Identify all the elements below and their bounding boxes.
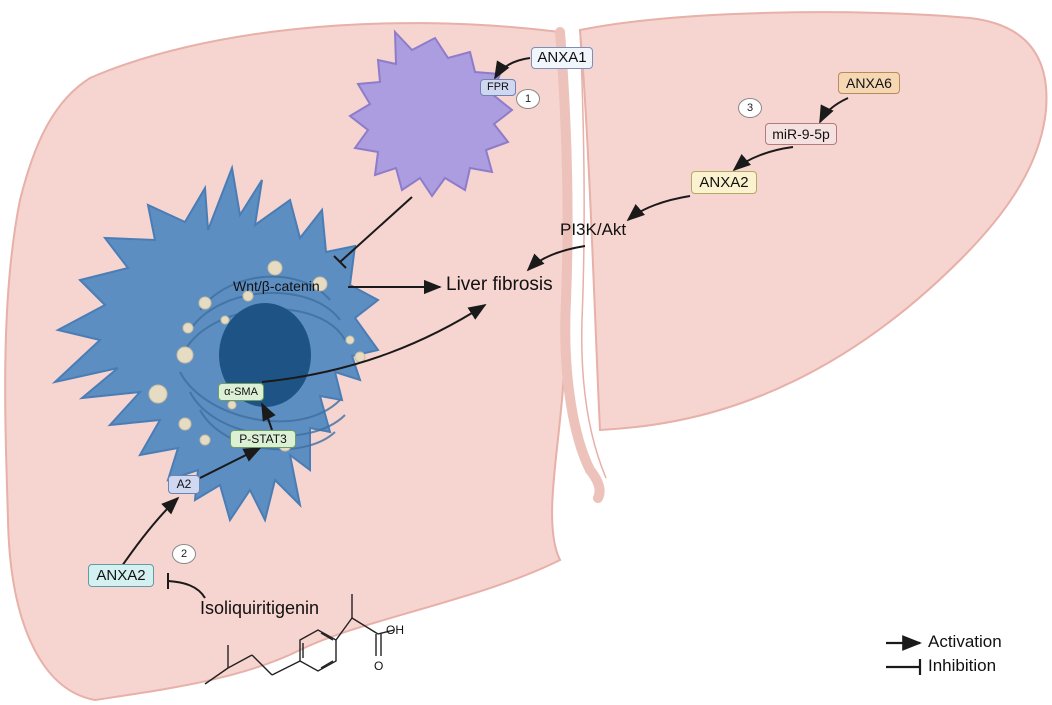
macrophage-cell bbox=[348, 29, 514, 198]
arrow-anxa2-a2 bbox=[121, 496, 180, 567]
label-pi3k-akt: PI3K/Akt bbox=[560, 220, 627, 239]
marker-1: 1 bbox=[516, 89, 540, 109]
falciform-ligament bbox=[555, 27, 605, 503]
node-anxa2-left: ANXA2 bbox=[88, 564, 154, 587]
nucleus bbox=[219, 303, 311, 407]
arrow-asma-fibrosis bbox=[261, 304, 487, 383]
inhibit-macrophage-wnt bbox=[339, 196, 413, 263]
inhibit-bar-1 bbox=[333, 255, 347, 269]
legend-activation-label: Activation bbox=[928, 632, 1002, 651]
node-fpr: FPR bbox=[480, 79, 516, 96]
node-anxa6: ANXA6 bbox=[838, 72, 900, 94]
ligament-edge bbox=[579, 29, 607, 479]
inhibition-lines bbox=[167, 196, 413, 599]
node-asma: α-SMA bbox=[218, 383, 264, 401]
arrow-anxa6-mir bbox=[819, 97, 849, 124]
marker-3: 3 bbox=[738, 98, 762, 118]
node-anxa1: ANXA1 bbox=[531, 47, 593, 69]
node-mir-9-5p: miR-9-5p bbox=[765, 123, 837, 145]
label-wnt-beta-catenin: Wnt/β-catenin bbox=[233, 278, 320, 294]
arrow-a2-pstat3 bbox=[199, 447, 262, 479]
arrow-anxa1-fpr bbox=[494, 57, 531, 80]
legend-inhibition-label: Inhibition bbox=[928, 656, 997, 675]
legend-inhibition-symbol bbox=[886, 659, 922, 675]
marker-2: 2 bbox=[172, 544, 196, 564]
label-oh: OH bbox=[386, 623, 404, 637]
chemical-structure bbox=[204, 594, 395, 685]
label-o: O bbox=[374, 659, 384, 673]
node-anxa2-right: ANXA2 bbox=[691, 171, 757, 194]
inhibit-iso-anxa2 bbox=[167, 580, 206, 599]
node-pstat3: P-STAT3 bbox=[230, 430, 296, 448]
arrow-anxa2-pi3k bbox=[626, 195, 691, 222]
arrow-pi3k-fibrosis bbox=[526, 245, 586, 272]
activation-arrows bbox=[121, 57, 849, 567]
label-liver-fibrosis: Liver fibrosis bbox=[446, 274, 553, 295]
liver-right-lobe bbox=[578, 11, 1048, 432]
stellate-cell bbox=[51, 164, 380, 523]
label-isoliquiritigenin: Isoliquiritigenin bbox=[200, 598, 320, 618]
arrow-mir-anxa2 bbox=[732, 146, 794, 172]
arrow-pstat3-asma bbox=[261, 402, 276, 431]
node-a2: A2 bbox=[168, 475, 200, 494]
